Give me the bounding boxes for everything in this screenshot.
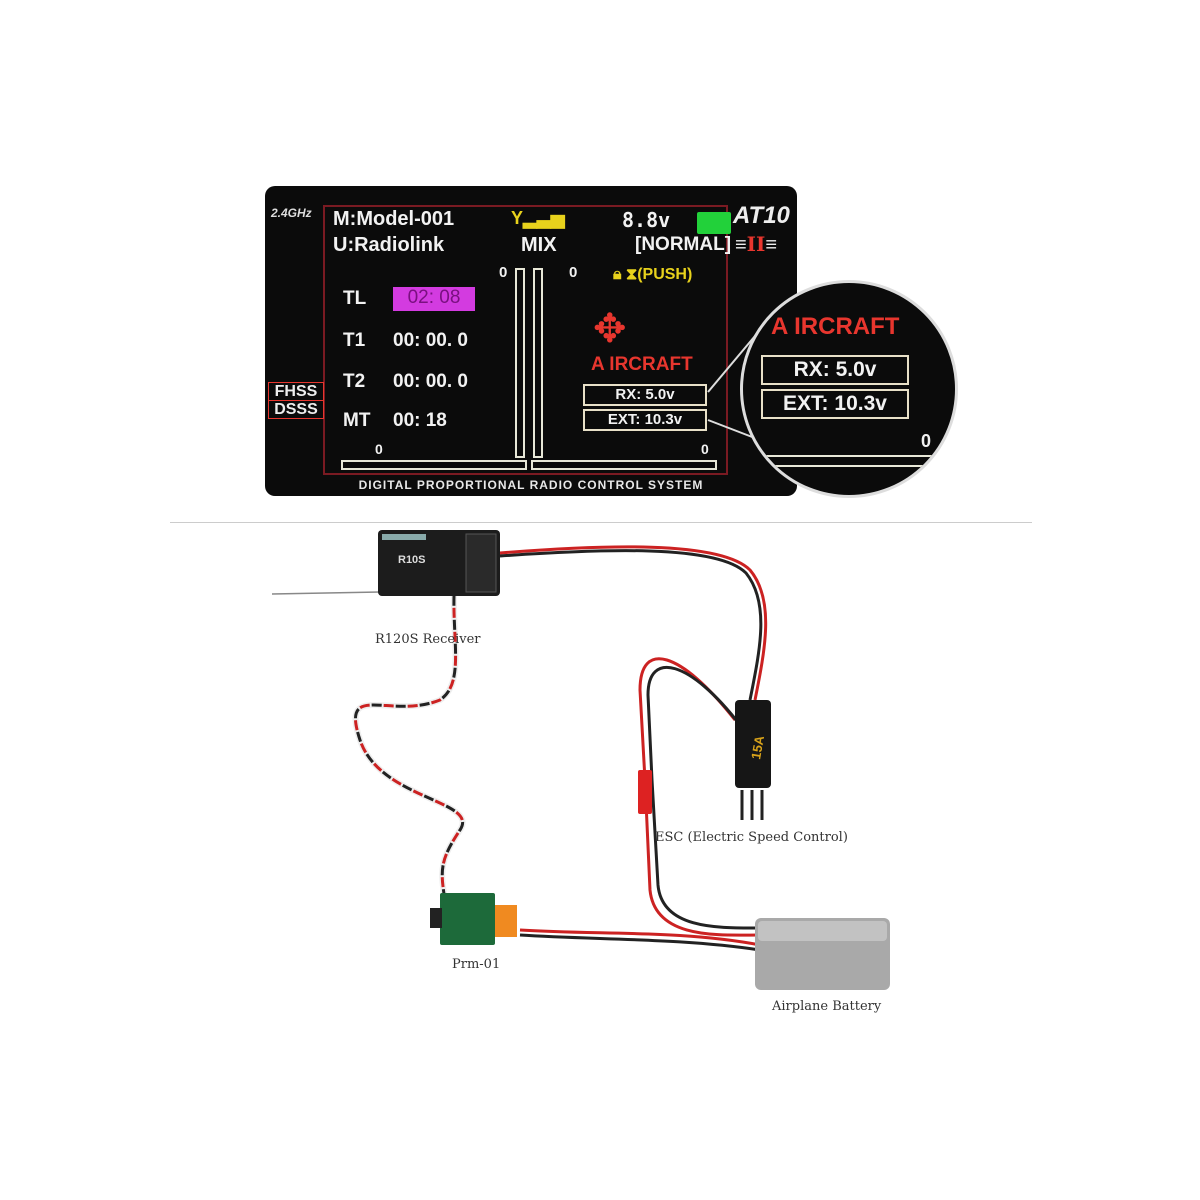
channel-bar bbox=[515, 268, 525, 458]
band-label: 2.4GHz bbox=[271, 206, 312, 220]
timer-label: T1 bbox=[343, 330, 366, 351]
brand-logo: AT10 bbox=[733, 202, 790, 229]
magnifier-callout: A IRCRAFT RX: 5.0v EXT: 10.3v 0 bbox=[740, 280, 958, 498]
signal-icon: Y▂▃▅ bbox=[511, 208, 565, 228]
trim-bar bbox=[531, 460, 717, 470]
timer-label: TL bbox=[343, 288, 367, 309]
protocol-dsss: DSSS bbox=[269, 400, 323, 418]
trim-bar bbox=[753, 455, 943, 467]
esc-label: ESC (Electric Speed Control) bbox=[655, 830, 848, 845]
mode-label: [NORMAL] bbox=[635, 234, 732, 255]
zero-label: 0 bbox=[921, 431, 932, 451]
esc-module bbox=[735, 700, 771, 820]
antenna-wire bbox=[271, 591, 381, 595]
timer-value: 02: 08 bbox=[393, 287, 475, 311]
brand-mark: ≡II≡ bbox=[735, 232, 778, 256]
zero-label: 0 bbox=[569, 264, 578, 281]
receiver-label: R120S Receiver bbox=[375, 632, 481, 647]
screen-frame bbox=[323, 205, 728, 475]
module-label: Prm-01 bbox=[452, 957, 501, 972]
timer-value: 00: 00. 0 bbox=[393, 330, 468, 351]
zero-label: 0 bbox=[701, 441, 709, 457]
model-name: M:Model-001 bbox=[333, 208, 455, 230]
protocol-fhss: FHSS bbox=[274, 383, 318, 400]
timer-value: 00: 18 bbox=[393, 410, 447, 431]
ext-voltage: EXT: 10.3v bbox=[583, 409, 707, 431]
battery-label: Airplane Battery bbox=[772, 999, 882, 1014]
timer-value: 00: 00. 0 bbox=[393, 371, 468, 392]
protocol-badge: FHSS DSSS bbox=[268, 382, 324, 419]
channel-bar bbox=[533, 268, 543, 458]
transmitter-screen: 2.4GHz M:Model-001 U:Radiolink Y▂▃▅ MIX … bbox=[265, 186, 797, 496]
divider bbox=[170, 522, 1032, 523]
mix-label: MIX bbox=[521, 234, 557, 256]
user-name: U:Radiolink bbox=[333, 234, 445, 256]
timer-label: MT bbox=[343, 410, 371, 431]
push-label: (PUSH) bbox=[637, 266, 693, 283]
voltage: 8.8v bbox=[622, 208, 671, 232]
esc-marking: 15A bbox=[748, 734, 767, 761]
trim-bar bbox=[341, 460, 527, 470]
receiver-box bbox=[378, 530, 500, 596]
model-type: A IRCRAFT bbox=[591, 354, 693, 375]
jst-connector bbox=[638, 770, 652, 814]
airplane-battery bbox=[755, 918, 890, 990]
rx-voltage: RX: 5.0v bbox=[583, 384, 707, 406]
model-type-zoomed: A IRCRAFT bbox=[771, 313, 900, 340]
ext-voltage-zoomed: EXT: 10.3v bbox=[761, 389, 909, 419]
battery-icon bbox=[697, 212, 731, 234]
footer-text: DIGITAL PROPORTIONAL RADIO CONTROL SYSTE… bbox=[358, 478, 704, 492]
rx-voltage-zoomed: RX: 5.0v bbox=[761, 355, 909, 385]
zero-label: 0 bbox=[375, 441, 383, 457]
timer-label: T2 bbox=[343, 371, 366, 392]
prm01-module bbox=[430, 893, 517, 945]
lock-icon: 🔒︎ ⧗(PUSH) bbox=[613, 266, 693, 283]
receiver-model: R10S bbox=[398, 554, 426, 566]
drone-icon: ✥ bbox=[593, 307, 627, 351]
zero-label: 0 bbox=[499, 264, 508, 281]
